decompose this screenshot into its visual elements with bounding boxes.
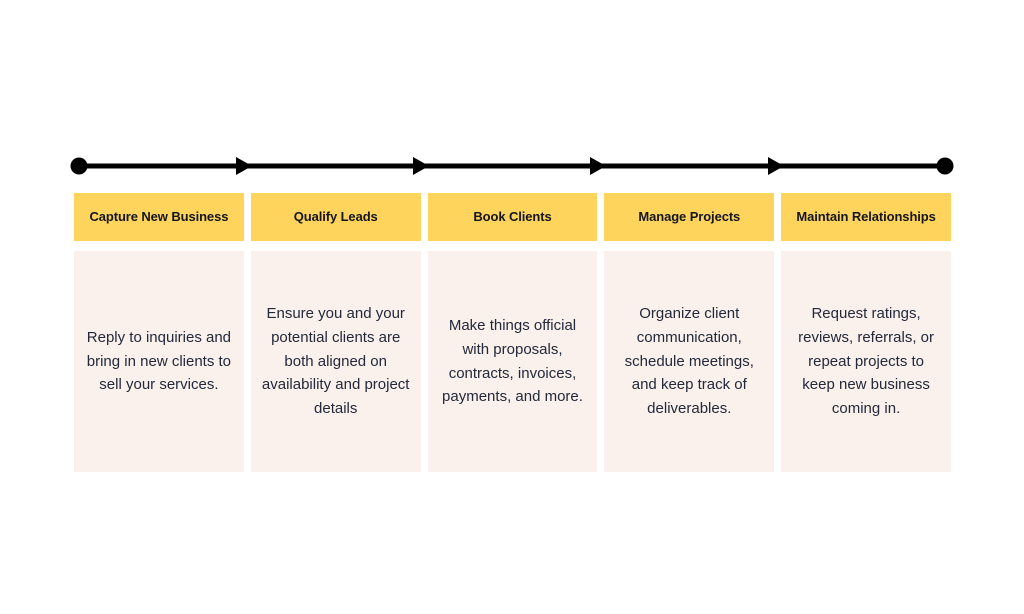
stage-body-2: Ensure you and your potential clients ar…	[250, 251, 421, 472]
stage-title-1: Capture New Business	[89, 208, 229, 224]
stage-maintain-relationships: Maintain Relationships Request ratings, …	[781, 193, 951, 472]
stage-description-2: Ensure you and your potential clients ar…	[261, 305, 410, 418]
timeline-end-dot-icon	[936, 157, 954, 175]
timeline-arrowhead-icon-1	[236, 157, 252, 175]
stage-body-3: Make things official with proposals, con…	[427, 251, 598, 472]
stage-title-2: Qualify Leads	[293, 208, 378, 224]
stage-title-3: Book Clients	[473, 208, 552, 224]
stage-description-1: Reply to inquiries and bring in new clie…	[86, 328, 232, 394]
stage-description-5: Request ratings, reviews, referrals, or …	[798, 305, 935, 418]
timeline-arrowhead-icon-2	[413, 157, 429, 175]
stage-capture-new-business: Capture New Business Reply to inquiries …	[74, 193, 244, 472]
stage-description-3: Make things official with proposals, con…	[442, 317, 583, 406]
stage-book-clients: Book Clients Make things official with p…	[427, 193, 598, 472]
stage-description-4: Organize client communication, schedule …	[624, 305, 754, 418]
stage-title-4: Manage Projects	[638, 208, 741, 224]
stage-title-5: Maintain Relationships	[796, 208, 936, 224]
timeline-arrowhead-icon-3	[590, 157, 606, 175]
stage-header-4: Manage Projects	[604, 193, 775, 241]
stage-header-1: Capture New Business	[74, 193, 244, 241]
stage-qualify-leads: Qualify Leads Ensure you and your potent…	[250, 193, 421, 472]
process-timeline-axis	[70, 155, 954, 177]
stage-header-3: Book Clients	[427, 193, 598, 241]
stage-body-1: Reply to inquiries and bring in new clie…	[74, 251, 244, 472]
timeline-start-dot-icon	[70, 157, 88, 175]
stage-manage-projects: Manage Projects Organize client communic…	[604, 193, 775, 472]
stage-header-2: Qualify Leads	[250, 193, 421, 241]
timeline-arrowhead-icon-4	[768, 157, 784, 175]
stage-list: Capture New Business Reply to inquiries …	[74, 193, 951, 472]
stage-body-5: Request ratings, reviews, referrals, or …	[781, 251, 951, 472]
stage-header-5: Maintain Relationships	[781, 193, 951, 241]
stage-body-4: Organize client communication, schedule …	[604, 251, 775, 472]
